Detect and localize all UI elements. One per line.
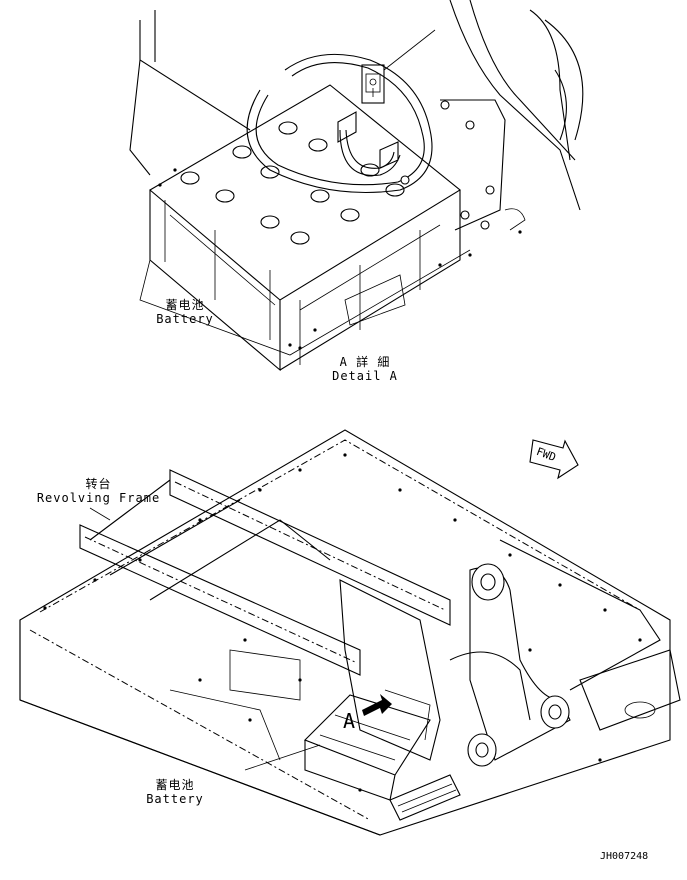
main-battery-label-en: Battery [146, 792, 204, 806]
detail-battery-label-en: Battery [156, 312, 214, 326]
detail-a-caption-jp: A 詳 細 [339, 355, 391, 369]
main-battery-label: 蓄电池 Battery [140, 778, 210, 806]
drawing-number: JH007248 [600, 851, 649, 862]
detail-a-caption-en: Detail A [332, 369, 398, 383]
main-battery-label-cn: 蓄电池 [155, 778, 195, 792]
main-view-drawing [19, 429, 681, 836]
detail-battery-label-cn: 蓄电池 [165, 298, 205, 312]
view-marker-a: A [343, 709, 356, 733]
detail-a-drawing [129, 0, 584, 372]
revolving-frame-label-cn: 转台 [85, 477, 112, 491]
revolving-frame-label-en: Revolving Frame [36, 491, 161, 505]
detail-battery-label: 蓄电池 Battery [150, 298, 220, 326]
detail-a-caption: A 詳 細 Detail A [325, 355, 405, 383]
revolving-frame-label: 转台 Revolving Frame [36, 477, 161, 505]
